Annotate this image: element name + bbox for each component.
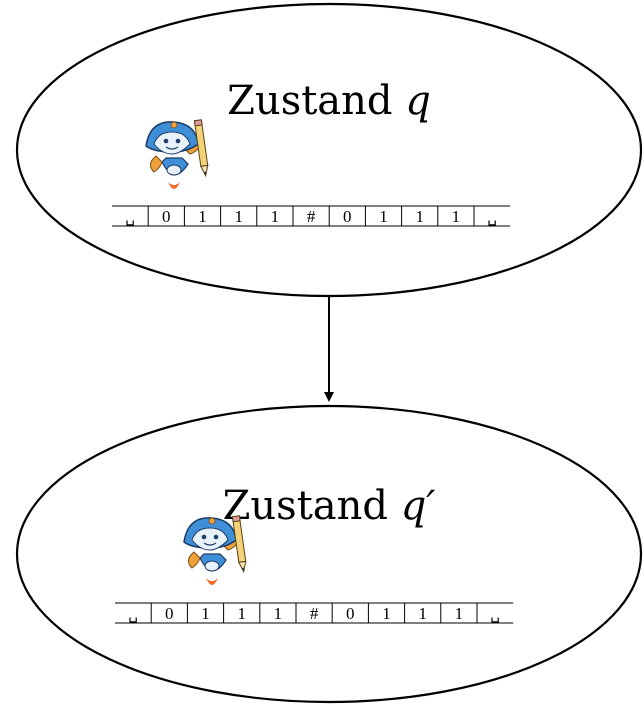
tape-cell: 0	[165, 604, 174, 623]
tape-cell-blank: ␣	[487, 208, 497, 226]
tape-cell: 1	[271, 207, 280, 226]
tape-q: ␣ 0 1 1 1 #0 1 1 1 ␣	[112, 205, 511, 227]
robot-head-icon	[145, 119, 210, 190]
state-q: Zustand q ␣ 0 1 1 1 #0 1 1 1 ␣	[15, 2, 643, 298]
robot-icon	[145, 119, 210, 190]
state-q-prime-ellipse	[15, 404, 643, 704]
tape-q-prime: ␣ 0 1 1 1 #0 1 1 1 ␣	[115, 602, 514, 624]
tape-cell: 1	[415, 207, 424, 226]
state-q-label: Zustand q	[227, 78, 431, 124]
tape-cell: 0	[346, 604, 355, 623]
state-q-prime: Zustand q′ ␣ 0 1 1 1 #0 1 1 1 ␣	[15, 404, 643, 704]
tape-cell: 1	[418, 604, 427, 623]
robot-icon	[183, 515, 248, 586]
tape-cell-blank: ␣	[128, 605, 138, 623]
state-q-prime-label: Zustand q′	[223, 483, 436, 529]
tape-cell: #	[307, 207, 316, 226]
tape-cell: 1	[379, 207, 388, 226]
tape-cell: 0	[162, 207, 171, 226]
tape-cell: 1	[452, 207, 461, 226]
tape-cell: 1	[201, 604, 210, 623]
tape-cell: 1	[237, 604, 246, 623]
tape-cell: 1	[274, 604, 283, 623]
tape-cell: #	[310, 604, 319, 623]
tape-cell: 0	[343, 207, 352, 226]
robot-head-icon	[183, 515, 248, 586]
tape-cell: 1	[455, 604, 464, 623]
tape-cell: 1	[198, 207, 207, 226]
state-q-ellipse	[15, 2, 643, 298]
tape-cell: 1	[382, 604, 391, 623]
tape-cell-blank: ␣	[490, 605, 500, 623]
tape-cell: 1	[234, 207, 243, 226]
tape-cell-blank: ␣	[125, 208, 135, 226]
